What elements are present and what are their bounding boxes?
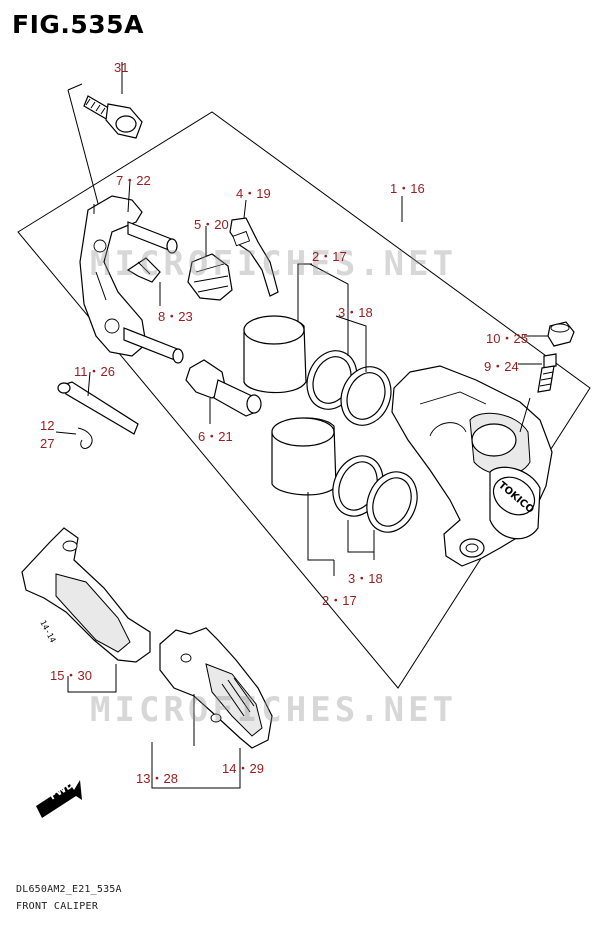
assembly-frame xyxy=(17,111,591,689)
callout-4-19: 4・19 xyxy=(236,186,271,201)
callout-1-16: 1・16 xyxy=(390,181,425,196)
callout-2-17-bottom: 2・17 xyxy=(322,593,357,608)
pad-mark: 14-14 xyxy=(38,619,57,645)
callout-3-18-top: 3・18 xyxy=(338,305,373,320)
pin-11 xyxy=(57,371,139,435)
callout-9-24: 9・24 xyxy=(484,359,519,374)
boot-5 xyxy=(187,226,233,301)
callout-27: 27 xyxy=(40,436,55,451)
pad-spring-8 xyxy=(126,257,161,306)
callout-14-29: 14・29 xyxy=(222,761,264,776)
callout-11-26: 11・26 xyxy=(74,364,115,379)
figure-title: FIG.535A xyxy=(12,10,144,39)
figure-code: DL650AM2_E21_535A xyxy=(16,884,122,895)
pad-spring-4 xyxy=(229,199,279,297)
seal-lower-2 xyxy=(366,471,418,533)
bleeder-screw-9 xyxy=(518,353,557,433)
callout-3-18-bottom: 3・18 xyxy=(348,571,383,586)
brake-pad-outer: 14-14 xyxy=(21,527,151,663)
clip-12 xyxy=(55,427,93,449)
callout-6-21: 6・21 xyxy=(198,429,233,444)
caliper-body xyxy=(391,196,553,567)
seal-upper-2 xyxy=(340,366,392,426)
fwd-arrow: FWD xyxy=(36,779,82,818)
callout-7-22: 7・22 xyxy=(116,173,151,188)
piston-upper xyxy=(243,315,307,394)
callout-5-20: 5・20 xyxy=(194,217,229,232)
figure-name: FRONT CALIPER xyxy=(16,901,99,912)
piston-lower xyxy=(271,417,337,496)
bolt-31 xyxy=(67,62,143,231)
callout-8-23: 8・23 xyxy=(158,309,193,324)
callout-2-17-top: 2・17 xyxy=(312,249,347,264)
callout-31: 31 xyxy=(114,60,129,75)
callout-15-30: 15・30 xyxy=(50,668,92,683)
watermark-upper: MICROFICHES.NET xyxy=(90,244,458,284)
caliper-bracket xyxy=(79,179,184,364)
pin-boot-6 xyxy=(185,359,262,424)
brake-pad-inner xyxy=(159,627,273,749)
bleeder-cap-10 xyxy=(524,321,575,347)
watermark-lower: MICROFICHES.NET xyxy=(90,690,458,730)
callout-12: 12 xyxy=(40,418,55,433)
callout-13-28: 13・28 xyxy=(136,771,178,786)
callout-10-25: 10・25 xyxy=(486,331,528,346)
